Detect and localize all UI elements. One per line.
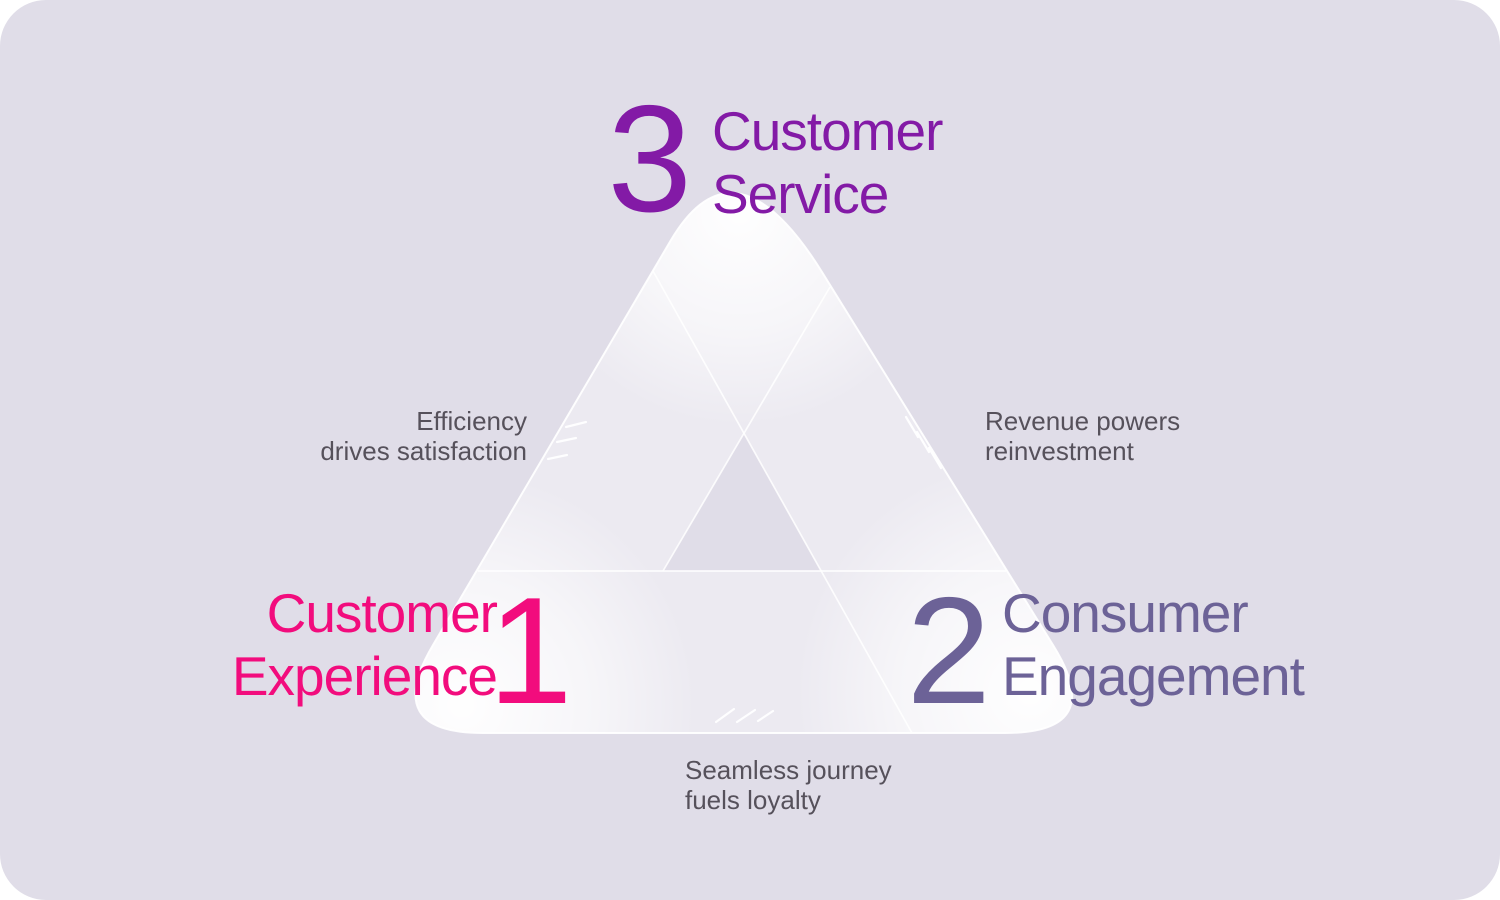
triangle-outline [414, 191, 1074, 734]
edge-caption-left-line2: drives satisfaction [320, 436, 527, 466]
edge-caption-right-line2: reinvestment [985, 436, 1134, 466]
node-2-label: Consumer Engagement [1002, 582, 1305, 708]
tick-marks [546, 415, 943, 724]
tick-marks-right-edge [904, 415, 943, 470]
node-2-number: 2 [906, 566, 991, 736]
tick-marks-bottom-edge [714, 707, 775, 724]
corner-glow-top [524, 192, 954, 427]
edge-caption-bottom-line2: fuels loyalty [685, 785, 821, 815]
node-1-label: Customer Experience [147, 582, 498, 708]
corner-glow-bottom-right [795, 457, 1073, 733]
node-1-number: 1 [488, 566, 573, 736]
node-1-label-line1: Customer [266, 582, 498, 644]
node-1-label-line2: Experience [231, 645, 498, 707]
corner-glow-bottom-left [415, 470, 697, 733]
node-2-label-line1: Consumer [1002, 582, 1249, 644]
edge-line-left-bar [662, 286, 831, 572]
node-3-number: 3 [607, 74, 692, 244]
node-3-label: Customer Service [712, 100, 943, 226]
edge-caption-bottom: Seamless journey fuels loyalty [685, 755, 892, 815]
node-3-label-line1: Customer [712, 100, 943, 162]
tick-marks-left-edge [546, 420, 588, 461]
corner-glows [415, 192, 1073, 733]
node-3-label-line2: Service [712, 163, 889, 225]
edge-caption-right-line1: Revenue powers [985, 406, 1181, 436]
edge-line-right-bar [652, 270, 913, 734]
edge-caption-left-line1: Efficiency [416, 406, 527, 436]
bar-overlap-lines [478, 270, 1006, 734]
edge-caption-bottom-line1: Seamless journey [685, 755, 892, 785]
edge-caption-right: Revenue powers reinvestment [985, 406, 1180, 466]
edge-caption-left: Efficiency drives satisfaction [207, 406, 527, 466]
node-2-label-line2: Engagement [1002, 645, 1305, 707]
